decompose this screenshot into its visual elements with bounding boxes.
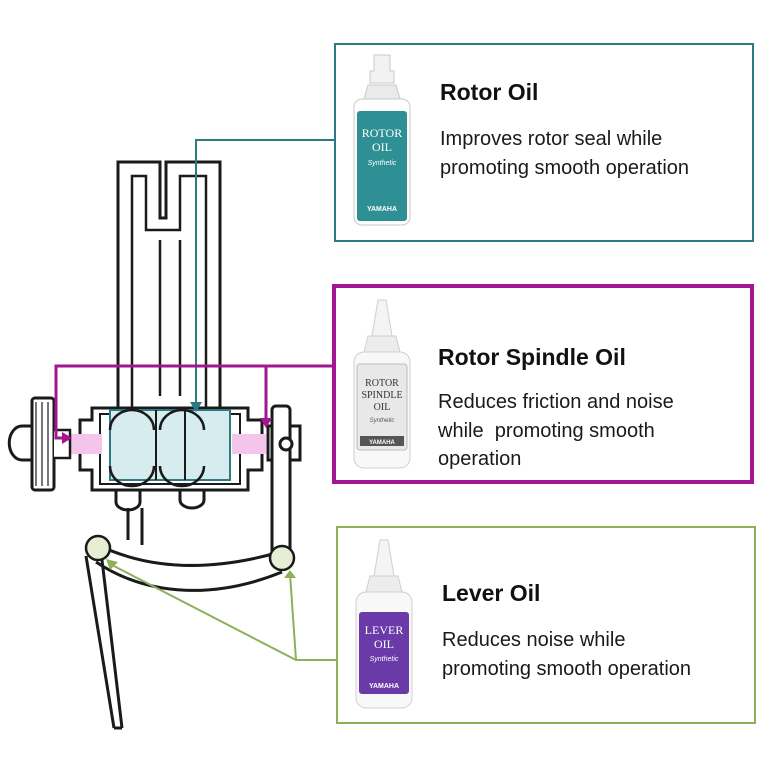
spindle-bottle-label-line-2: SPINDLE	[361, 390, 402, 401]
rotor-oil-description: Improves rotor seal while promoting smoo…	[440, 125, 689, 182]
lever-bottle-brand: YAMAHA	[369, 683, 399, 690]
spindle-oil-arrow-left	[62, 432, 72, 444]
rotor-core	[108, 408, 231, 488]
spindle-bottle-label-line-3: OIL	[374, 402, 391, 413]
rotor-spindle-oil-card: ROTOR SPINDLE OIL Synthetic YAMAHA Rotor…	[332, 284, 754, 484]
left-lever-pivot	[84, 534, 112, 562]
lever-bottle-label-line-2: OIL	[374, 637, 394, 651]
spindle-bottle-sub: Synthetic	[370, 418, 395, 424]
rotor-bottle-sub: Synthetic	[368, 160, 397, 167]
rotor-spindle-oil-title: Rotor Spindle Oil	[438, 344, 626, 370]
lever-oil-desc-line: Reduces noise while	[442, 629, 626, 651]
rotor-oil-desc-line: Improves rotor seal while	[440, 128, 663, 150]
left-spindle-oil-area	[68, 434, 102, 454]
lever-oil-arrow-right	[284, 570, 296, 578]
rotor-bottle-label-line-2: OIL	[372, 140, 392, 154]
lever-bottle-label	[359, 612, 409, 694]
rotor-bottle-label	[357, 111, 407, 221]
spindle-bottle-brand: YAMAHA	[369, 440, 395, 446]
rotor-oil-title: Rotor Oil	[440, 79, 539, 105]
lever-oil-connector	[109, 563, 336, 661]
rotor-bottle-brand: YAMAHA	[367, 206, 397, 213]
spindle-oil-arrow-right	[260, 418, 272, 428]
spindle-bottle-label	[356, 363, 408, 451]
lever-oil-desc-line: promoting smooth operation	[442, 657, 692, 680]
lever-oil-description: Reduces noise while promoting smooth ope…	[442, 626, 691, 683]
lever-oil-title: Lever Oil	[442, 580, 541, 606]
right-spindle-oil-area	[232, 434, 266, 454]
rotor-bottle-label-line-1: ROTOR	[362, 126, 402, 140]
spindle-bottle-label-line-1: ROTOR	[365, 378, 399, 389]
stop-arm-stem	[266, 404, 302, 556]
lever-bottle-sub: Synthetic	[370, 656, 399, 663]
rotor-oil-bottle-icon: ROTOR OIL Synthetic YAMAHA	[353, 54, 411, 226]
right-lever-pivot	[268, 544, 296, 572]
lever-oil-arrow-left	[106, 559, 118, 570]
spindle-oil-desc-line: operation	[438, 448, 522, 470]
rotor-oil-connector	[195, 139, 334, 404]
rotor-oil-card: ROTOR OIL Synthetic YAMAHA Rotor Oil Imp…	[334, 43, 754, 242]
spindle-oil-desc-line: Reduces friction and noise	[438, 391, 674, 413]
lever-oil-card: LEVER OIL Synthetic YAMAHA Lever Oil Red…	[336, 526, 756, 724]
lever-bottle-label-line-1: LEVER	[365, 623, 404, 637]
lever-mechanism	[84, 490, 283, 730]
rotor-oil-desc-line: promoting smooth operation	[440, 156, 690, 179]
rotor-oil-area	[109, 409, 231, 481]
lever-oil-bottle-icon: LEVER OIL Synthetic YAMAHA	[355, 539, 413, 709]
rotor-spindle-oil-bottle-icon: ROTOR SPINDLE OIL Synthetic YAMAHA	[353, 299, 411, 469]
rotor-spindle-oil-description: Reduces friction and noise while promoti…	[438, 388, 674, 474]
rotor-cap	[7, 396, 72, 492]
valve-tubes	[116, 160, 222, 408]
spindle-oil-connector	[54, 364, 334, 440]
rotor-oil-arrow	[190, 402, 202, 412]
spindle-oil-desc-line: while promoting smooth	[438, 419, 655, 442]
